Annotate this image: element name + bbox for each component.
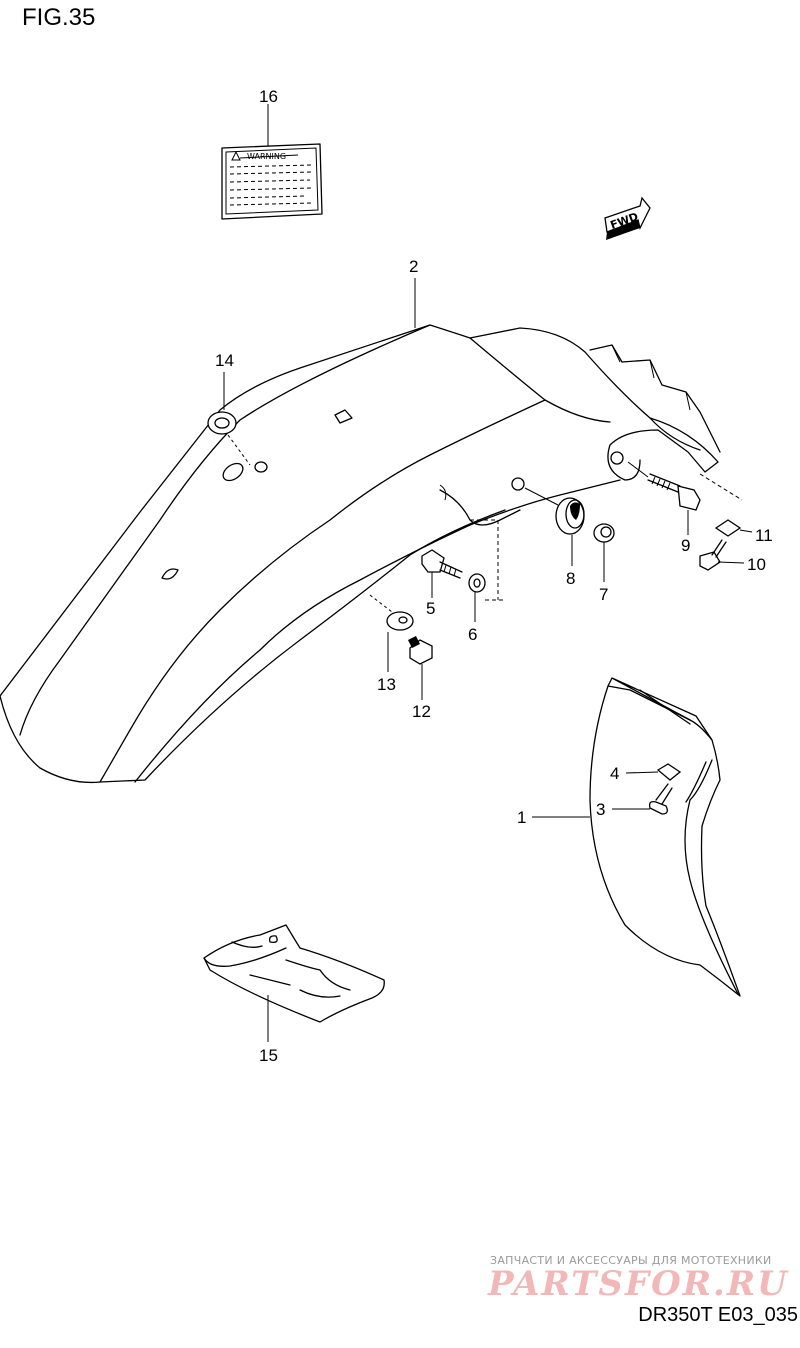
nut-part-11: [699, 473, 753, 537]
callout-1: 1: [517, 808, 527, 827]
watermark-tagline: ЗАПЧАСТИ И АКСЕССУАРЫ ДЛЯ МОТОТЕХНИКИ: [490, 1254, 772, 1267]
callout-4: 4: [610, 764, 620, 783]
callout-9: 9: [681, 536, 691, 555]
warning-label-heading: WARNING: [247, 152, 286, 161]
callout-3: 3: [596, 800, 606, 819]
collar-part-7: [593, 523, 615, 582]
callout-10: 10: [747, 555, 766, 574]
screw-part-10: [699, 539, 745, 571]
fwd-arrow: FWD: [604, 196, 651, 240]
callout-13: 13: [377, 675, 396, 694]
callout-8: 8: [566, 569, 576, 588]
watermark-logo: PARTSFOR.RU: [488, 1264, 789, 1304]
bolt-part-9: [627, 461, 701, 535]
grommet-part-14: [207, 372, 251, 466]
callout-16: 16: [259, 87, 278, 106]
cushion-part-8: [524, 487, 585, 566]
nut-part-12: [408, 636, 433, 700]
figure-title: FIG.35: [22, 4, 96, 31]
callout-15: 15: [259, 1046, 278, 1065]
callout-6: 6: [468, 625, 478, 644]
screw-part-3: [612, 783, 673, 815]
washer-part-6: [468, 519, 505, 622]
callout-2: 2: [409, 257, 419, 276]
callout-12: 12: [412, 702, 431, 721]
callout-5: 5: [426, 599, 436, 618]
rear-fender-part: [0, 278, 721, 784]
mud-flap-part: [532, 677, 741, 997]
callout-14: 14: [215, 351, 234, 370]
warning-label-part: WARNING: [221, 104, 323, 220]
clip-part-4: [625, 763, 682, 781]
bag-part-15: [203, 924, 385, 1042]
callout-11: 11: [755, 526, 773, 545]
bolt-part-5: [421, 549, 463, 598]
washer-part-13: [369, 594, 414, 672]
callout-7: 7: [599, 585, 609, 604]
diagram-code: DR350T E03_035: [638, 1304, 798, 1326]
